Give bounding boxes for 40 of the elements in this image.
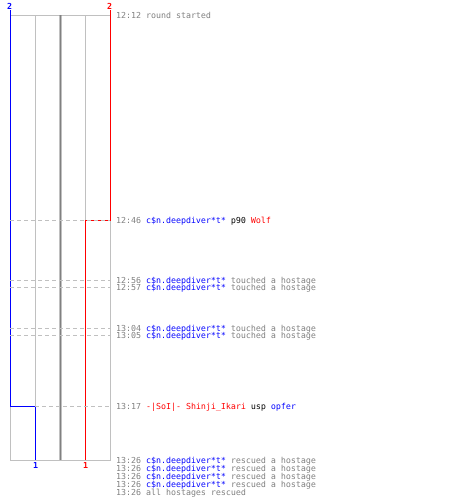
player-name: Wolf [250, 215, 271, 225]
player-count: 1 [83, 461, 88, 470]
time-label: 13:17 [116, 401, 141, 411]
player-count: 2 [7, 2, 12, 11]
time-label: 13:05 [116, 330, 141, 340]
time-label: 13:26 [116, 463, 141, 473]
player-count: 2 [107, 2, 112, 11]
time-label: 13:26 [116, 455, 141, 465]
time-label: 13:26 [116, 479, 141, 489]
player-count: 1 [33, 461, 38, 470]
event-text: all hostages rescued [146, 487, 246, 497]
player-name: opfer [270, 401, 296, 411]
time-label: 12:12 [116, 10, 141, 20]
player-name: c$n.deepdiver*t* [146, 330, 226, 340]
player-name: c$n.deepdiver*t* [146, 455, 226, 465]
player-name: -|SoI|- Shinji_Ikari [146, 401, 246, 411]
time-label: 12:57 [116, 282, 141, 292]
event-text: rescued a hostage [230, 463, 316, 473]
event-text: touched a hostage [230, 330, 316, 340]
weapon-name: p90 [230, 215, 246, 225]
player-name: c$n.deepdiver*t* [146, 479, 226, 489]
time-label: 12:46 [116, 215, 141, 225]
time-label: 13:04 [116, 323, 141, 333]
event-text: touched a hostage [230, 275, 316, 285]
event-text: rescued a hostage [230, 455, 316, 465]
event-text: touched a hostage [230, 323, 316, 333]
player-name: c$n.deepdiver*t* [146, 471, 226, 481]
player-name: c$n.deepdiver*t* [146, 323, 226, 333]
time-label: 12:56 [116, 275, 141, 285]
player-name: c$n.deepdiver*t* [146, 215, 226, 225]
event-text: rescued a hostage [230, 471, 316, 481]
player-name: c$n.deepdiver*t* [146, 282, 226, 292]
event-text: round started [146, 10, 211, 20]
player-name: c$n.deepdiver*t* [146, 463, 226, 473]
time-label: 13:26 [116, 487, 141, 497]
time-label: 13:26 [116, 471, 141, 481]
weapon-name: usp [250, 401, 266, 411]
player-name: c$n.deepdiver*t* [146, 275, 226, 285]
event-text: rescued a hostage [230, 479, 316, 489]
event-text: touched a hostage [230, 282, 316, 292]
